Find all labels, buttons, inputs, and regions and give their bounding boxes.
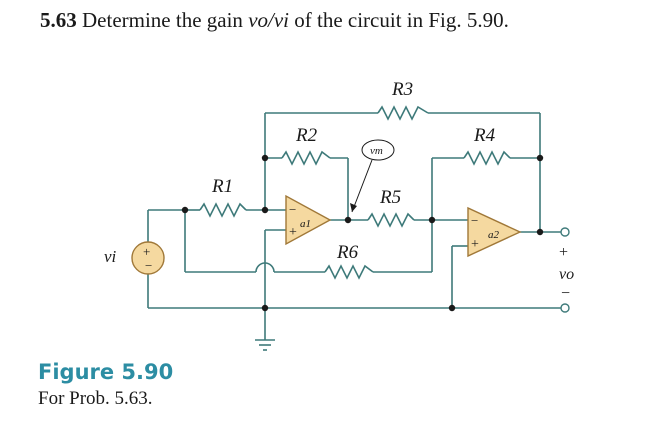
a2-minus: − xyxy=(471,213,478,228)
source-plus: + xyxy=(143,244,150,259)
opamp-a1: − + a1 xyxy=(285,194,332,246)
resistor-labels: R1 R2 R3 R4 R5 R6 xyxy=(211,79,496,263)
label-r5: R5 xyxy=(379,187,401,208)
a2-plus: + xyxy=(471,237,479,252)
resistor-r1 xyxy=(199,202,247,218)
resistors xyxy=(199,105,511,280)
a1-minus: − xyxy=(289,202,296,217)
vm-callout: vm xyxy=(350,139,395,213)
ground-icon xyxy=(255,339,275,351)
source-label: vi xyxy=(104,247,117,266)
opamp-a2: − + a2 xyxy=(467,206,522,258)
label-r2: R2 xyxy=(295,125,318,146)
problem-text-before: Determine the gain xyxy=(82,8,249,32)
label-r1: R1 xyxy=(211,176,233,197)
a1-label: a1 xyxy=(300,218,311,230)
output-terminals: + vo − xyxy=(540,227,574,313)
output-minus: − xyxy=(561,285,570,302)
gain-expression: vo/vi xyxy=(248,8,289,32)
problem-text-after: of the circuit in Fig. 5.90. xyxy=(289,8,509,32)
vm-label: vm xyxy=(370,145,383,157)
problem-number: 5.63 xyxy=(40,8,77,32)
label-r4: R4 xyxy=(473,125,496,146)
resistor-r5 xyxy=(367,212,415,228)
junction-dots xyxy=(181,154,544,312)
wires xyxy=(147,112,565,340)
output-label: vo xyxy=(559,266,574,283)
output-plus: + xyxy=(559,244,568,261)
label-r3: R3 xyxy=(391,79,413,100)
problem-statement: 5.63 Determine the gain vo/vi of the cir… xyxy=(40,8,509,33)
label-r6: R6 xyxy=(336,242,359,263)
figure-title: Figure 5.90 xyxy=(38,360,174,384)
resistor-r3 xyxy=(377,105,429,121)
a2-label: a2 xyxy=(488,229,500,241)
a1-plus: + xyxy=(289,225,297,240)
resistor-r2 xyxy=(281,150,331,166)
resistor-r4 xyxy=(463,150,511,166)
figure-caption: For Prob. 5.63. xyxy=(38,388,153,409)
circuit-diagram: R1 R2 R3 R4 R5 R6 − + a1 − + a2 + − vi xyxy=(104,79,574,351)
resistor-r6 xyxy=(324,264,374,280)
source-minus: − xyxy=(145,258,152,273)
voltage-source: + − vi xyxy=(104,241,165,275)
